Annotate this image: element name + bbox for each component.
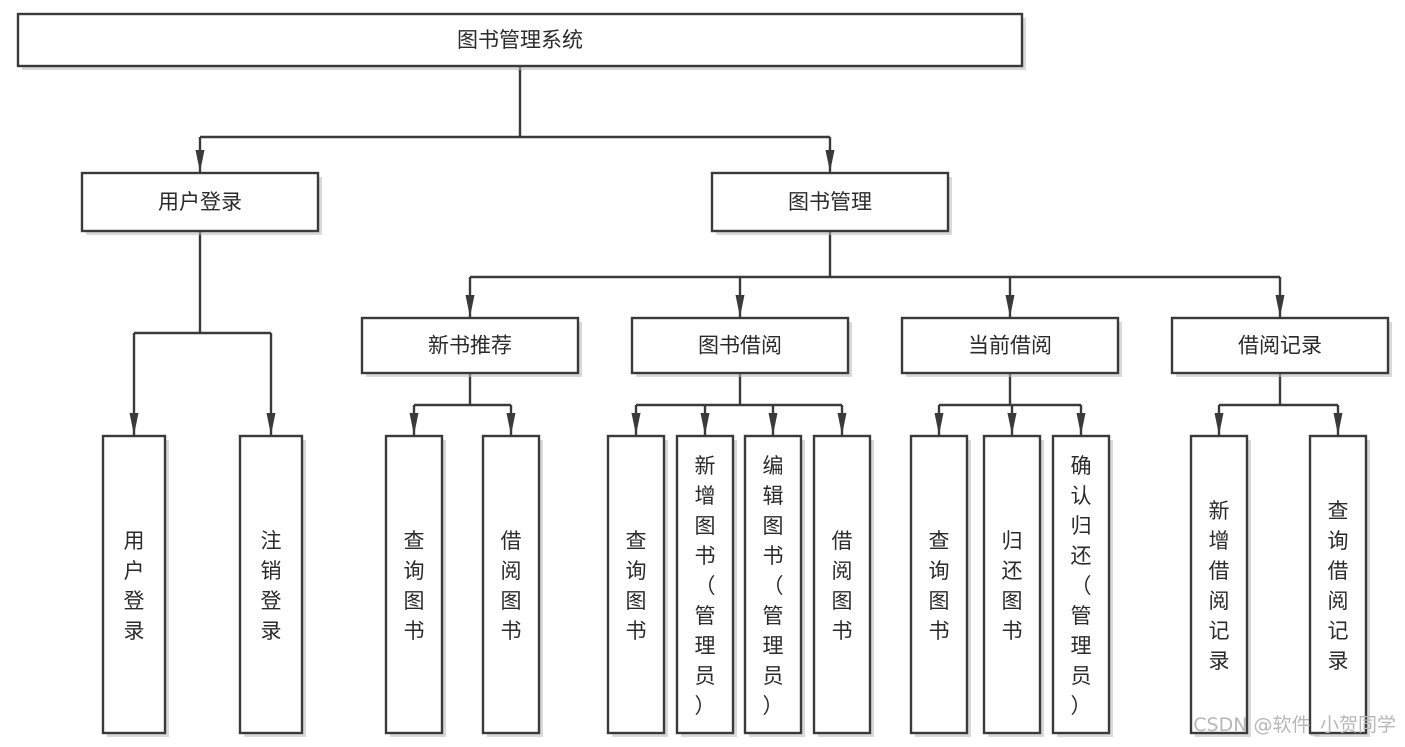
arrowhead-icon [825, 150, 835, 172]
node-label: 注销登录 [261, 529, 282, 643]
arrowhead-icon [735, 295, 745, 317]
node-label: 当前借阅 [968, 334, 1052, 358]
node-label: 用户登录 [124, 529, 145, 643]
node-book-borrow[interactable]: 图书借阅 [630, 316, 852, 377]
node-label: 借阅记录 [1238, 334, 1322, 358]
node-label: 编辑图书（管理员） [763, 454, 784, 718]
node-box[interactable] [1051, 434, 1111, 735]
node-borrow-record[interactable]: 借阅记录 [1170, 316, 1392, 377]
node-leaf-edit-book[interactable]: 编辑图书（管理员） [743, 434, 805, 737]
node-box[interactable] [982, 434, 1042, 735]
node-leaf-borrow-book-2[interactable]: 借阅图书 [812, 434, 874, 737]
node-leaf-user-login[interactable]: 用户登录 [101, 434, 169, 737]
node-label: 新增图书（管理员） [695, 454, 716, 718]
connector-layer [129, 66, 1343, 435]
node-box[interactable] [630, 316, 850, 375]
node-leaf-query-book-1[interactable]: 查询图书 [384, 434, 446, 737]
node-box[interactable] [909, 434, 969, 735]
watermark-label: CSDN @软件_小贺同学 [1193, 714, 1396, 736]
node-box[interactable] [80, 171, 320, 233]
node-leaf-return-book[interactable]: 归还图书 [982, 434, 1044, 737]
node-box[interactable] [675, 434, 735, 735]
node-label: 查询图书 [929, 529, 950, 643]
arrowhead-icon [700, 413, 710, 435]
arrowhead-icon [768, 413, 778, 435]
arrowhead-icon [409, 413, 419, 435]
node-leaf-query-book-2[interactable]: 查询图书 [606, 434, 668, 737]
node-label: 新增借阅记录 [1209, 499, 1230, 673]
node-label: 图书管理系统 [457, 28, 583, 52]
arrowhead-icon [1005, 295, 1015, 317]
node-box[interactable] [606, 434, 666, 735]
node-box[interactable] [238, 434, 304, 735]
node-label: 图书管理 [788, 190, 872, 214]
arrowhead-icon [1214, 413, 1224, 435]
node-box[interactable] [1189, 434, 1249, 735]
node-leaf-query-book-3[interactable]: 查询图书 [909, 434, 971, 737]
node-current-borrow[interactable]: 当前借阅 [900, 316, 1122, 377]
node-label: 新书推荐 [428, 334, 512, 358]
node-label: 确认归还（管理员） [1071, 454, 1092, 718]
arrowhead-icon [1076, 413, 1086, 435]
node-box[interactable] [710, 171, 950, 233]
node-box[interactable] [101, 434, 167, 735]
node-label: 查询借阅记录 [1328, 499, 1349, 673]
arrowhead-icon [631, 413, 641, 435]
node-leaf-logout[interactable]: 注销登录 [238, 434, 306, 737]
arrowhead-icon [1275, 295, 1285, 317]
node-root[interactable]: 图书管理系统 [16, 12, 1026, 70]
node-label: 借阅图书 [501, 529, 522, 643]
node-user-login[interactable]: 用户登录 [80, 171, 322, 235]
node-box[interactable] [16, 12, 1024, 68]
node-box[interactable] [384, 434, 444, 735]
node-label: 图书借阅 [698, 334, 782, 358]
arrowhead-icon [195, 150, 205, 172]
node-label: 归还图书 [1002, 529, 1023, 643]
arrowhead-icon [837, 413, 847, 435]
arrowhead-icon [465, 295, 475, 317]
arrowhead-icon [506, 413, 516, 435]
node-label: 查询图书 [626, 529, 647, 643]
node-box[interactable] [743, 434, 803, 735]
node-box[interactable] [360, 316, 580, 375]
node-label: 借阅图书 [832, 529, 853, 643]
node-leaf-confirm-return[interactable]: 确认归还（管理员） [1051, 434, 1113, 737]
node-box[interactable] [900, 316, 1120, 375]
node-leaf-borrow-book-1[interactable]: 借阅图书 [481, 434, 543, 737]
node-leaf-query-record[interactable]: 查询借阅记录 [1308, 434, 1370, 737]
node-box[interactable] [1308, 434, 1368, 735]
node-label: 用户登录 [158, 190, 242, 214]
node-box[interactable] [481, 434, 541, 735]
node-layer: 图书管理系统用户登录图书管理新书推荐图书借阅当前借阅借阅记录用户登录注销登录查询… [16, 12, 1392, 737]
node-leaf-add-book[interactable]: 新增图书（管理员） [675, 434, 737, 737]
arrowhead-icon [266, 413, 276, 435]
node-label: 查询图书 [404, 529, 425, 643]
node-leaf-add-record[interactable]: 新增借阅记录 [1189, 434, 1251, 737]
arrowhead-icon [934, 413, 944, 435]
node-new-book-rec[interactable]: 新书推荐 [360, 316, 582, 377]
node-box[interactable] [812, 434, 872, 735]
arrowhead-icon [129, 413, 139, 435]
node-book-manage[interactable]: 图书管理 [710, 171, 952, 235]
arrowhead-icon [1007, 413, 1017, 435]
node-box[interactable] [1170, 316, 1390, 375]
arrowhead-icon [1333, 413, 1343, 435]
